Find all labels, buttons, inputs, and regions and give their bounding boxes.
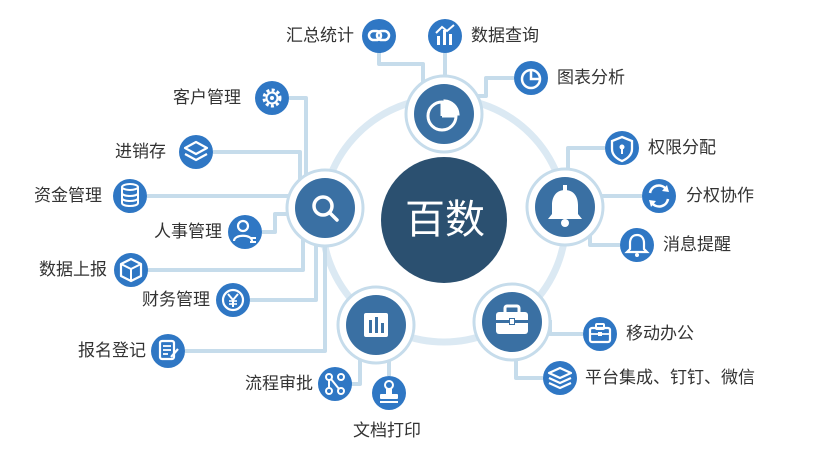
label-collaboration: 分权协作 [686,186,754,206]
search-hub-icon [312,195,339,222]
shield-icon [605,131,639,165]
label-approval: 流程审批 [245,374,313,394]
hub-bottom-left [336,285,416,365]
link-icon [362,19,396,53]
sync-icon [642,179,676,213]
label-funds: 资金管理 [34,186,102,206]
label-summary: 汇总统计 [286,26,354,46]
stamp-icon [372,376,406,410]
label-chart-analysis: 图表分析 [557,68,625,88]
flow-icon [318,367,352,401]
person-icon [228,215,262,249]
stack-icon [543,361,577,395]
label-integration: 平台集成、钉钉、微信 [585,368,755,388]
pie-chart-icon [514,61,548,95]
center-title: 百数 [405,197,485,243]
briefcase-icon [583,317,617,351]
label-finance: 财务管理 [142,290,210,310]
label-print: 文档打印 [353,421,421,441]
label-registration: 报名登记 [78,341,146,361]
yen-icon [216,283,250,317]
cube-icon [114,253,148,287]
form-icon [151,334,185,368]
bell-hub-icon [548,190,582,219]
label-data-report: 数据上报 [39,260,107,280]
bar-chart-icon [428,19,462,53]
label-mobile: 移动办公 [626,324,694,344]
layers-icon [179,135,213,169]
bell-icon [620,228,654,262]
report-hub-icon [364,313,388,337]
label-inventory: 进销存 [115,142,166,162]
hub-top [404,74,484,154]
briefcase-hub-icon [496,304,528,334]
coins-icon [113,179,147,213]
hub-right [525,167,605,247]
label-hr: 人事管理 [154,222,222,242]
center-hub [381,157,507,283]
gear-icon [255,81,289,115]
label-notification: 消息提醒 [663,235,731,255]
label-permission: 权限分配 [648,138,716,158]
hub-bottom-right [472,282,552,362]
pie-chart-hub-icon [426,99,460,132]
label-customer: 客户管理 [173,88,241,108]
label-data-query: 数据查询 [471,26,539,46]
hub-left [285,168,365,248]
